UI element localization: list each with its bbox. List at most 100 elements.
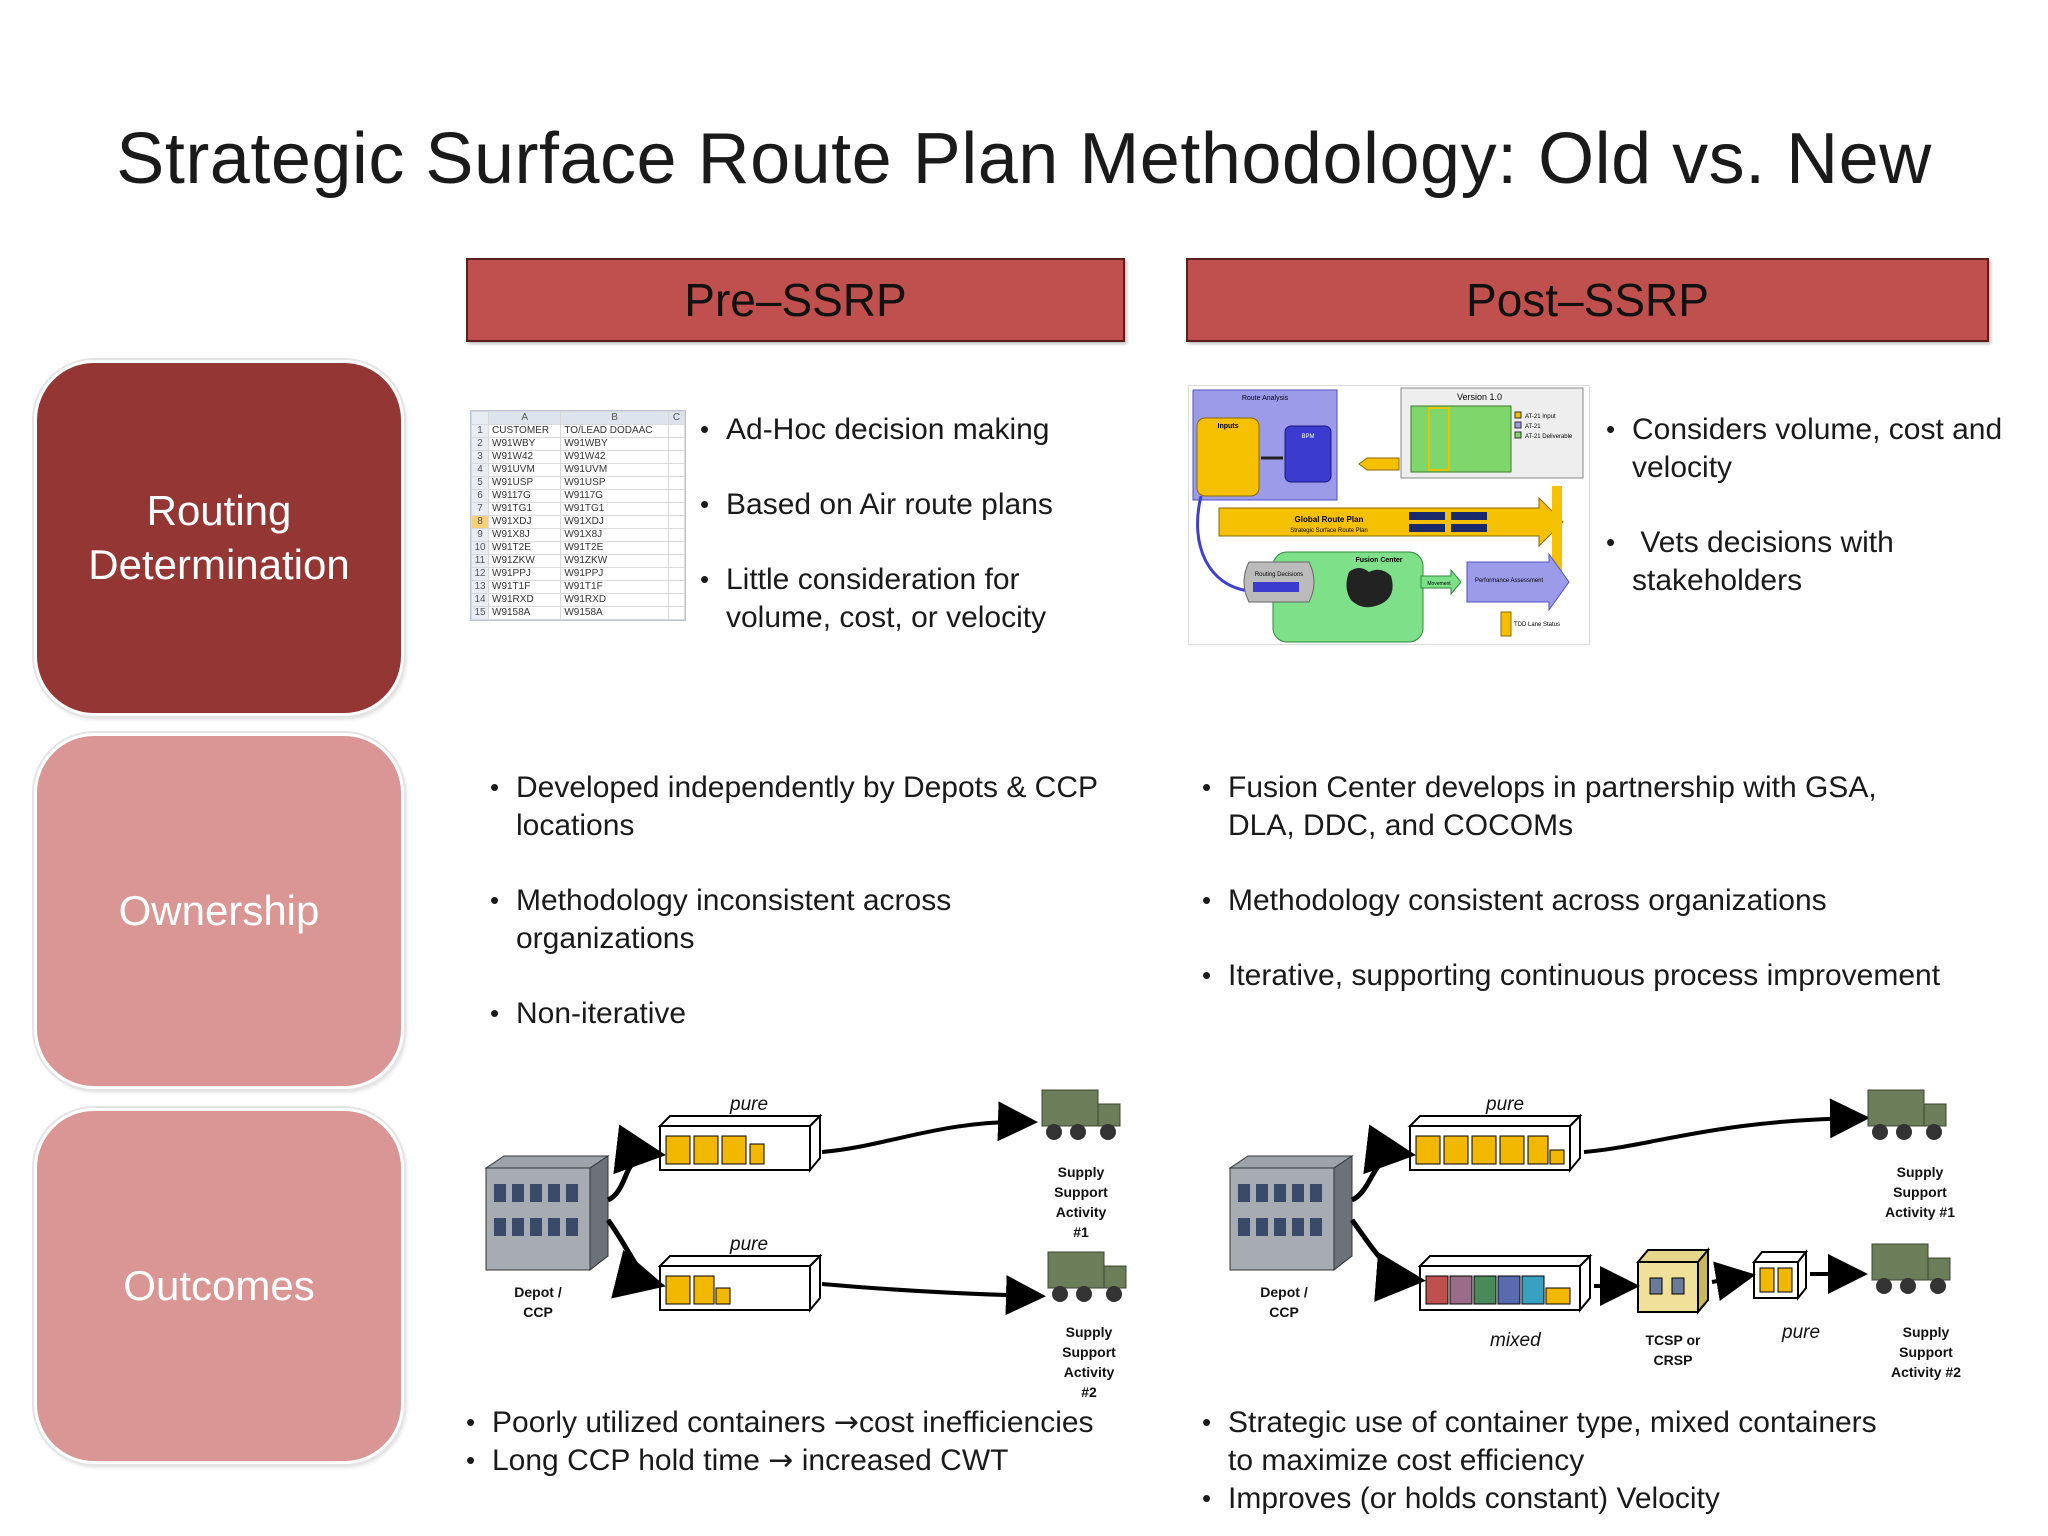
performance-label: Performance Assessment <box>1475 578 1544 584</box>
right-arrow-icon: → <box>833 1405 859 1440</box>
sheet-cell: W91USP <box>560 476 669 490</box>
blue-loop-arrow <box>1196 495 1250 593</box>
sheet-column-header: A <box>487 411 562 425</box>
bullet-item: Methodology inconsistent across organiza… <box>490 881 1130 958</box>
global-route-label: Global Route Plan <box>1295 515 1364 524</box>
sheet-cell <box>667 476 686 490</box>
version-highlight <box>1428 407 1450 471</box>
mixed-label: mixed <box>1490 1330 1541 1351</box>
sheet-row-number: 4 <box>471 463 489 477</box>
truck-icon-1 <box>1041 1089 1121 1140</box>
bullet-item: Poorly utilized containers →cost ineffic… <box>466 1403 1146 1442</box>
slide-title: Strategic Surface Route Plan Methodology… <box>116 119 1932 199</box>
row-label-line: Determination <box>88 541 350 588</box>
container-small-icon <box>1751 1249 1809 1301</box>
sheet-row-number: 5 <box>471 476 489 490</box>
sheet-row-number: 6 <box>471 489 489 503</box>
sheet-row-number: 14 <box>471 593 489 607</box>
bpm-label: BPM <box>1301 434 1314 440</box>
routing-pre-bullets: Ad-Hoc decision making Based on Air rout… <box>700 410 1100 637</box>
sheet-row-number: 1 <box>471 424 489 438</box>
depot-building-icon <box>1228 1155 1354 1272</box>
tdd-label: TDD Lane Status <box>1514 622 1560 628</box>
sheet-cell <box>667 567 686 581</box>
sheet-cell: W91RXD <box>487 593 562 607</box>
sheet-cell: W9117G <box>560 489 669 503</box>
world-map-icon <box>1346 568 1393 608</box>
legend-swatch <box>1514 431 1522 439</box>
routing-decisions-label: Routing Decisions <box>1255 572 1303 578</box>
sheet-cell: W91W42 <box>560 450 669 464</box>
legend-swatch <box>1514 411 1522 419</box>
sheet-cell: W91W42 <box>487 450 562 464</box>
legend-swatch <box>1514 421 1522 429</box>
sheet-cell: W91TG1 <box>487 502 562 516</box>
sheet-cell: W91UVM <box>560 463 669 477</box>
arrow-depot-to-bottom <box>605 1218 666 1299</box>
sheet-cell: W91PPJ <box>487 567 562 581</box>
sheet-row-number: 15 <box>471 606 489 620</box>
outcomes-post-bullets: Strategic use of container type, mixed c… <box>1202 1403 1922 1518</box>
arrow-bottom-to-ssa2 <box>821 1275 1046 1316</box>
sheet-cell: W91T1F <box>560 580 669 594</box>
bullet-item: Long CCP hold time → increased CWT <box>466 1441 1146 1480</box>
bullet-item: Ad-Hoc decision making <box>700 410 1100 449</box>
sheet-cell: W91UVM <box>487 463 562 477</box>
grp-cell <box>1409 524 1445 532</box>
container-mixed-icon <box>1417 1253 1593 1313</box>
sheet-cell <box>667 437 686 451</box>
row-label-ownership: Ownership <box>34 733 404 1089</box>
bullet-item: Developed independently by Depots & CCP … <box>490 768 1116 845</box>
movement-arrow <box>1420 568 1462 596</box>
route-analysis-label: Route Analysis <box>1242 395 1289 402</box>
sheet-row-number: 7 <box>471 502 489 516</box>
sheet-cell: W91RXD <box>560 593 669 607</box>
truck-icon-2 <box>1047 1251 1127 1302</box>
bullet-item: Considers volume, cost and velocity <box>1606 410 2006 487</box>
bullet-item: Improves (or holds constant) Velocity <box>1202 1479 1922 1518</box>
sheet-cell: W91ZKW <box>560 554 669 568</box>
arrow-depot-to-mixed <box>1349 1218 1426 1302</box>
arrow-tcsp-to-container <box>1711 1261 1756 1301</box>
pure-bottom-label: pure <box>730 1234 769 1255</box>
truck-icon-1 <box>1867 1089 1947 1140</box>
traffic-light-icon <box>1500 611 1512 637</box>
arrow-depot-to-top <box>606 1124 666 1203</box>
container-bottom-icon <box>657 1253 823 1313</box>
sheet-cell <box>667 528 686 542</box>
bullet-item: Strategic use of container type, mixed c… <box>1202 1403 1908 1480</box>
truck-icon-2 <box>1871 1243 1951 1294</box>
sheet-cell <box>667 450 686 464</box>
bullet-item: Iterative, supporting continuous process… <box>1202 956 2022 995</box>
pure-top-label: pure <box>1486 1094 1525 1115</box>
bullet-item: Methodology consistent across organizati… <box>1202 881 2022 920</box>
ssa2-label: Supply Support Activity #2 <box>1890 1324 1962 1380</box>
sheet-cell <box>667 424 686 438</box>
legend-text: AT-21 <box>1525 424 1541 430</box>
sheet-corner-cell <box>471 411 489 425</box>
sheet-cell <box>667 515 686 529</box>
sheet-cell: W91USP <box>487 476 562 490</box>
sheet-cell: W91XDJ <box>487 515 562 529</box>
legend-text: AT-21 Deliverable <box>1525 434 1573 440</box>
grp-cell <box>1451 524 1487 532</box>
ssa1-label: Supply Support Activity #1 <box>1054 1164 1108 1240</box>
depot-building-icon <box>484 1155 610 1272</box>
sheet-cell <box>667 463 686 477</box>
inputs-label: Inputs <box>1218 423 1239 430</box>
bullet-text: cost inefficiencies <box>858 1406 1094 1439</box>
tcsp-facility-icon <box>1635 1247 1711 1315</box>
sheet-cell <box>667 580 686 594</box>
arrow-top-to-ssa1 <box>1583 1098 1870 1154</box>
sheet-cell <box>667 541 686 555</box>
